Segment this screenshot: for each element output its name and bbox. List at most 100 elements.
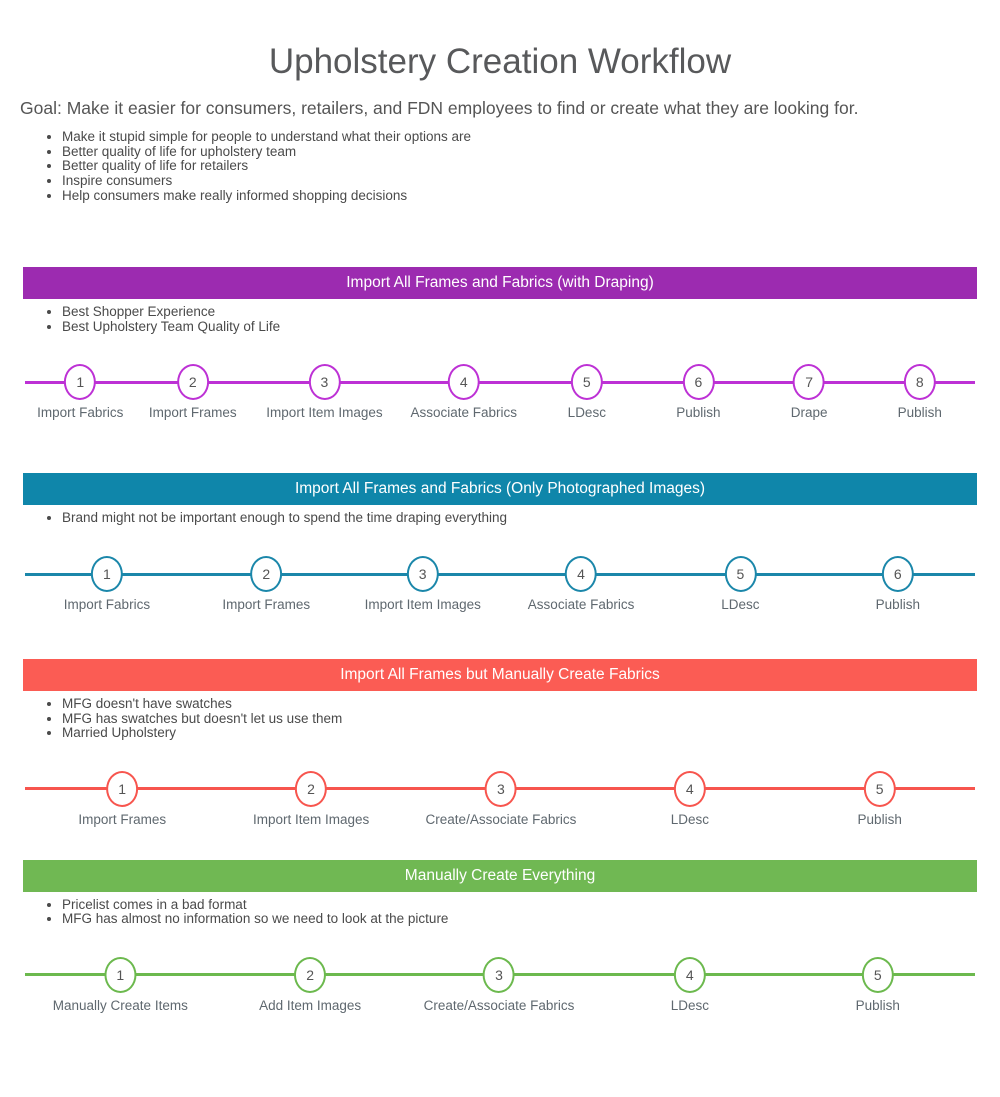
section-bullet: MFG has almost no information so we need… xyxy=(62,912,977,927)
step-circle: 2 xyxy=(250,556,283,592)
section-banner: Manually Create Everything xyxy=(23,859,977,892)
timeline-step: 2 Import Item Images xyxy=(253,770,369,827)
section-import-with-draping: Import All Frames and Fabrics (with Drap… xyxy=(23,267,977,422)
section-bullet-list: Pricelist comes in a bad format MFG has … xyxy=(23,897,977,927)
step-label: Import Item Images xyxy=(266,405,383,421)
step-circle: 8 xyxy=(903,364,936,401)
step-circle: 7 xyxy=(793,364,826,401)
timeline-step: 2 Import Frames xyxy=(222,556,310,612)
section-bullet-list: Best Shopper Experience Best Upholstery … xyxy=(23,305,977,334)
timeline-step: 2 Add Item Images xyxy=(259,956,362,1013)
section-bullet: Brand might not be important enough to s… xyxy=(62,511,977,526)
step-label: Import Item Images xyxy=(364,597,481,612)
step-circle: 5 xyxy=(861,956,894,993)
step-label: Manually Create Items xyxy=(52,997,188,1013)
timeline-step: 5 LDesc xyxy=(568,364,606,420)
step-circle: 3 xyxy=(406,556,439,592)
timeline-step: 6 Publish xyxy=(676,364,721,421)
step-label: Publish xyxy=(676,405,721,421)
step-circle: 5 xyxy=(724,556,757,592)
step-label: Create/Associate Fabrics xyxy=(423,997,575,1013)
step-circle: 1 xyxy=(106,770,139,807)
timeline-step: 5 LDesc xyxy=(721,556,760,612)
step-label: Import Fabrics xyxy=(37,405,124,421)
goal-statement: Goal: Make it easier for consumers, reta… xyxy=(20,98,859,119)
step-label: LDesc xyxy=(670,811,709,827)
step-label: Drape xyxy=(790,405,828,421)
step-circle: 5 xyxy=(863,770,896,807)
step-circle: 4 xyxy=(673,770,706,807)
timeline-step: 1 Import Fabrics xyxy=(37,364,123,420)
timeline-step: 5 Publish xyxy=(857,770,902,827)
step-label: Import Frames xyxy=(148,405,237,421)
timeline-step: 3 Import Item Images xyxy=(365,556,481,612)
timeline-step: 2 Import Frames xyxy=(149,364,237,420)
section-bullet: Best Shopper Experience xyxy=(62,305,977,320)
section-bullet: MFG has swatches but doesn't let us use … xyxy=(62,711,977,727)
step-label: Import Frames xyxy=(222,597,311,612)
timeline-step: 1 Import Frames xyxy=(78,770,166,827)
step-circle: 5 xyxy=(570,364,603,401)
step-label: LDesc xyxy=(721,597,760,612)
section-bullet-list: MFG doesn't have swatches MFG has swatch… xyxy=(23,696,977,741)
step-circle: 1 xyxy=(104,956,137,993)
goal-bullet: Make it stupid simple for people to unde… xyxy=(62,130,1000,145)
timeline-step: 3 Create/Associate Fabrics xyxy=(425,770,577,827)
timeline-step: 6 Publish xyxy=(876,556,920,612)
step-label: LDesc xyxy=(670,997,709,1013)
step-label: Add Item Images xyxy=(259,997,362,1013)
goal-bullet: Better quality of life for retailers xyxy=(62,159,1000,174)
step-circle: 1 xyxy=(90,556,123,592)
step-circle: 4 xyxy=(565,556,598,592)
timeline-step: 4 LDesc xyxy=(670,770,709,827)
timeline-step: 4 Associate Fabrics xyxy=(410,364,517,420)
section-bullet-list: Brand might not be important enough to s… xyxy=(23,511,977,526)
timeline: 1 Import Frames 2 Import Item Images 3 C… xyxy=(23,770,977,829)
timeline-step: 3 Import Item Images xyxy=(266,364,383,421)
section-import-photographed: Import All Frames and Fabrics (Only Phot… xyxy=(23,473,977,614)
goal-bullet: Inspire consumers xyxy=(62,173,1000,189)
timeline-step: 8 Publish xyxy=(898,364,942,420)
section-bullet: Pricelist comes in a bad format xyxy=(62,897,977,913)
goal-bullet-list: Make it stupid simple for people to unde… xyxy=(0,130,1000,203)
step-circle: 4 xyxy=(673,956,706,993)
step-label: Publish xyxy=(875,597,920,612)
timeline-line xyxy=(25,572,975,576)
timeline: 1 Import Fabrics 2 Import Frames 3 Impor… xyxy=(23,364,977,422)
section-banner: Import All Frames and Fabrics (with Drap… xyxy=(23,267,977,300)
workflow-sections: Import All Frames and Fabrics (with Drap… xyxy=(23,267,977,1015)
section-banner: Import All Frames and Fabrics (Only Phot… xyxy=(23,473,977,506)
timeline-line xyxy=(25,380,975,384)
goal-bullet: Help consumers make really informed shop… xyxy=(62,188,1000,204)
step-circle: 6 xyxy=(682,364,715,401)
page-title: Upholstery Creation Workflow xyxy=(268,42,732,81)
step-circle: 3 xyxy=(483,956,516,993)
step-label: Create/Associate Fabrics xyxy=(425,811,577,827)
step-label: Associate Fabrics xyxy=(527,597,635,612)
timeline: 1 Import Fabrics 2 Import Frames 3 Impor… xyxy=(23,556,977,614)
step-label: Import Fabrics xyxy=(63,597,151,612)
section-manually-create-everything: Manually Create Everything Pricelist com… xyxy=(23,859,977,1015)
timeline-step: 3 Create/Associate Fabrics xyxy=(423,956,575,1013)
timeline-step: 4 Associate Fabrics xyxy=(527,556,635,612)
step-circle: 3 xyxy=(308,364,341,401)
timeline-step: 5 Publish xyxy=(855,956,900,1013)
step-circle: 6 xyxy=(881,556,914,592)
step-circle: 2 xyxy=(176,364,209,401)
step-circle: 1 xyxy=(64,364,97,401)
section-banner: Import All Frames but Manually Create Fa… xyxy=(23,659,977,691)
step-circle: 4 xyxy=(447,364,480,401)
step-circle: 2 xyxy=(295,770,328,807)
step-label: Publish xyxy=(897,405,942,421)
timeline-step: 1 Import Fabrics xyxy=(64,556,150,612)
step-label: Publish xyxy=(857,811,902,827)
step-circle: 2 xyxy=(294,956,327,993)
step-label: Associate Fabrics xyxy=(410,405,518,421)
section-manually-create-fabrics: Import All Frames but Manually Create Fa… xyxy=(23,659,977,829)
step-label: Publish xyxy=(855,997,900,1013)
timeline-step: 1 Manually Create Items xyxy=(52,956,188,1013)
section-bullet: MFG doesn't have swatches xyxy=(62,696,977,712)
step-circle: 3 xyxy=(484,770,517,807)
section-bullet: Best Upholstery Team Quality of Life xyxy=(62,319,977,335)
step-label: LDesc xyxy=(567,405,606,421)
